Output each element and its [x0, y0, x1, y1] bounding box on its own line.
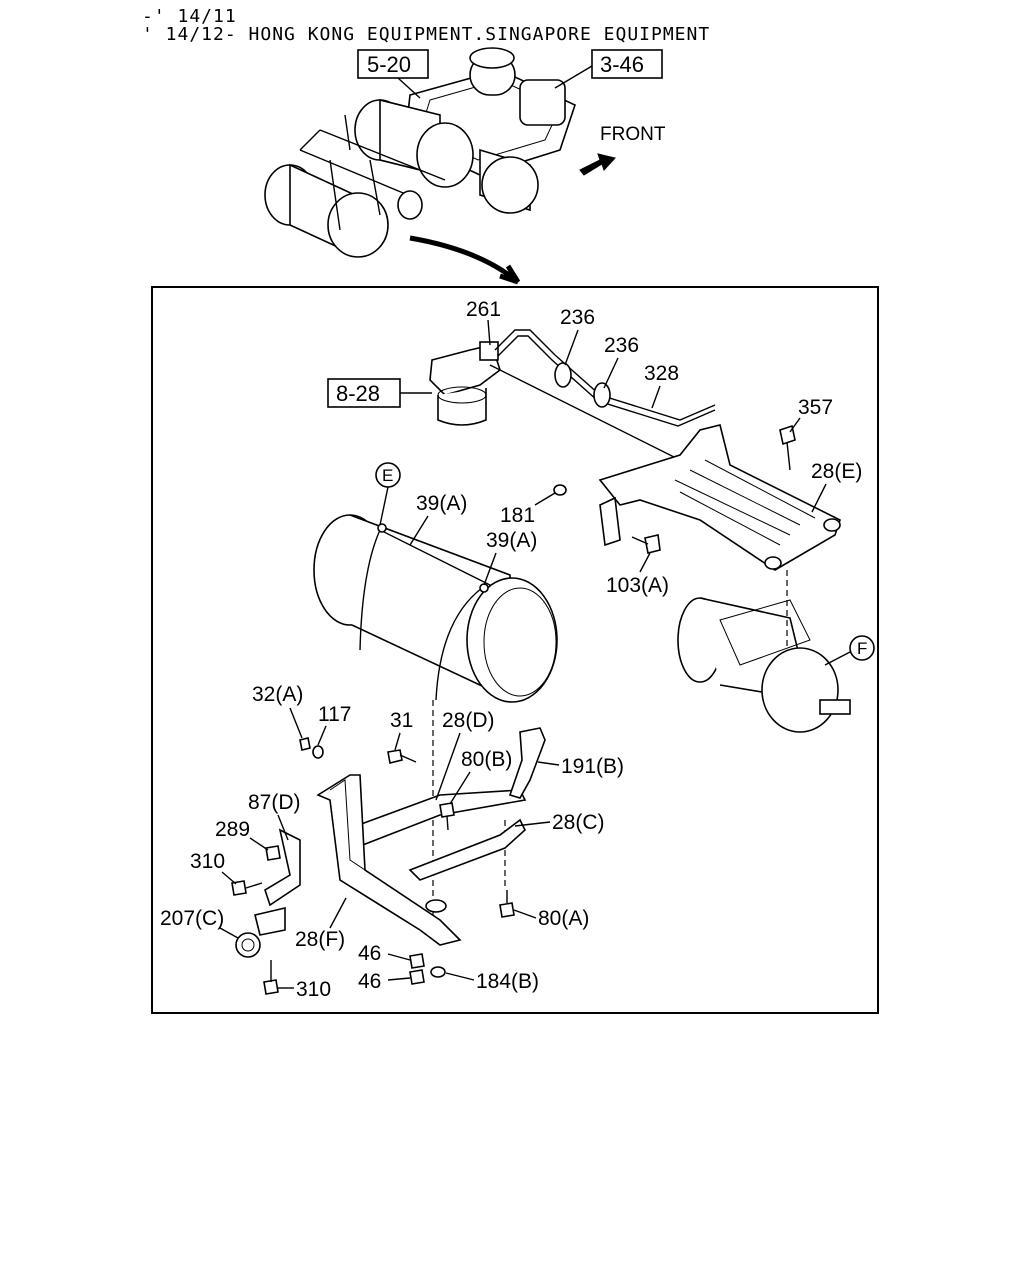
ref-box-8-28	[327, 378, 401, 408]
label-80a: 80(A)	[538, 907, 589, 930]
label-46-a: 46	[358, 942, 381, 965]
label-31: 31	[390, 709, 413, 732]
label-184b: 184(B)	[476, 970, 539, 993]
part-labels: 261 236 236 328 357 28(E) 39(A) 39(A) 18…	[160, 298, 862, 1001]
label-39a-1: 39(A)	[416, 492, 467, 515]
ref-5-20-label: 5-20	[367, 52, 411, 77]
header-line-2: ' 14/12- HONG KONG EQUIPMENT.SINGAPORE E…	[142, 24, 710, 45]
ref-3-46-label: 3-46	[600, 52, 644, 77]
detail-illustration	[231, 329, 851, 995]
ref-box-5-20	[357, 49, 429, 79]
label-207c: 207(C)	[160, 907, 224, 930]
detail-frame	[151, 286, 879, 1014]
ref-8-28-label: 8-28	[336, 381, 380, 406]
ref-box-3-46	[591, 49, 663, 79]
label-181: 181	[500, 504, 535, 527]
label-28d: 28(D)	[442, 709, 495, 732]
front-label: FRONT	[600, 124, 666, 145]
front-arrow-icon	[579, 153, 616, 176]
label-310-a: 310	[190, 850, 225, 873]
label-357: 357	[798, 396, 833, 419]
label-80b: 80(B)	[461, 748, 512, 771]
label-28c: 28(C)	[552, 811, 605, 834]
label-117: 117	[318, 703, 351, 726]
label-103a: 103(A)	[606, 574, 669, 597]
label-32a: 32(A)	[252, 683, 303, 706]
label-87d: 87(D)	[248, 791, 301, 814]
label-28f: 28(F)	[295, 928, 345, 951]
label-289: 289	[215, 818, 250, 841]
marker-f-label: F	[857, 639, 867, 658]
marker-f	[849, 635, 875, 661]
label-28e: 28(E)	[811, 460, 862, 483]
label-310-b: 310	[296, 978, 331, 1001]
label-328: 328	[644, 362, 679, 385]
label-39a-2: 39(A)	[486, 529, 537, 552]
label-236-a: 236	[560, 306, 595, 329]
marker-e-label: E	[382, 466, 393, 485]
label-191b: 191(B)	[561, 755, 624, 778]
label-236-b: 236	[604, 334, 639, 357]
overview-assembly-illustration: 5-20 3-46 FRONT	[264, 47, 666, 285]
label-261: 261	[466, 298, 501, 321]
label-46-b: 46	[358, 970, 381, 993]
header-line-1: -' 14/11	[142, 6, 237, 27]
